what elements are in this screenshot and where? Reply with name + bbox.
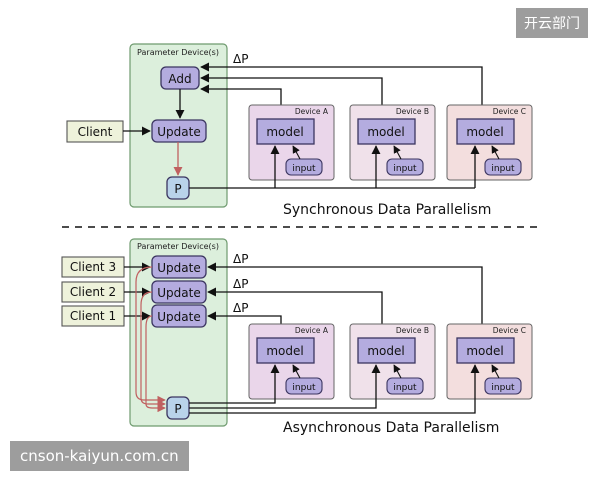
async-delta-label-2: ΔP — [233, 277, 248, 291]
async-input-b-label: input — [393, 383, 417, 393]
async-model-a — [256, 337, 315, 364]
sync-model-b-label: model — [367, 125, 404, 139]
sync-update-label: Update — [157, 125, 200, 139]
async-update-label-1: Update — [157, 261, 200, 275]
sync-arrow-input-model-b — [393, 145, 402, 160]
sync-arrow-input-model-a — [292, 145, 301, 160]
async-p-label: P — [174, 402, 181, 416]
async-arrow-input-model-c — [491, 364, 500, 379]
sync-input-c-label: input — [491, 164, 515, 174]
sync-update-node — [151, 119, 207, 143]
sync-model-a — [256, 118, 315, 145]
sync-input-c — [484, 158, 522, 176]
async-p-to-model-b — [189, 364, 381, 409]
async-delta-label-1: ΔP — [233, 252, 248, 266]
async-client-2-label: Client 2 — [70, 285, 116, 299]
sync-model-c — [456, 118, 515, 145]
async-p-to-model-c — [189, 364, 480, 414]
async-arrow-input-model-b — [393, 364, 402, 379]
async-section: Parameter Device(s) Update Update Update… — [61, 238, 533, 436]
async-device-a-label: Device A — [295, 326, 329, 335]
async-delta-arrow-b — [207, 287, 383, 324]
sync-arrow-input-model-c — [491, 145, 500, 160]
async-input-c — [484, 377, 522, 395]
watermark-top-right: 开云部门 — [516, 8, 588, 38]
async-input-b — [386, 377, 424, 395]
sync-device-a-label: Device A — [295, 107, 329, 116]
sync-input-b-label: input — [393, 164, 417, 174]
sync-delta-arrow-c — [200, 62, 483, 105]
async-model-b-label: model — [367, 344, 404, 358]
async-device-b-label: Device B — [396, 326, 429, 335]
sync-input-a-label: input — [292, 164, 316, 174]
async-caption: Asynchronous Data Parallelism — [283, 420, 499, 436]
sync-device-c-label: Device C — [493, 107, 526, 116]
async-model-c-label: model — [466, 344, 503, 358]
sync-caption: Synchronous Data Parallelism — [283, 202, 491, 218]
sync-device-b-label: Device B — [396, 107, 429, 116]
async-model-a-label: model — [266, 344, 303, 358]
sync-delta-arrow-a — [200, 84, 282, 105]
sync-input-a — [285, 158, 323, 176]
sync-client-label: Client — [78, 125, 113, 139]
async-device-c-label: Device C — [493, 326, 526, 335]
sync-input-b — [386, 158, 424, 176]
async-input-c-label: input — [491, 383, 515, 393]
sync-add-label: Add — [168, 72, 191, 86]
sync-section: Parameter Device(s) Add Update P Client … — [66, 43, 533, 218]
async-client-3-label: Client 3 — [70, 260, 116, 274]
sync-model-b — [357, 118, 416, 145]
async-delta-label-3: ΔP — [233, 301, 248, 315]
async-input-a — [285, 377, 323, 395]
sync-delta-arrow-b — [200, 73, 383, 105]
sync-delta-label: ΔP — [233, 52, 248, 66]
async-p-to-model-a — [189, 364, 280, 404]
sync-p-label: P — [174, 182, 181, 196]
async-client-1-label: Client 1 — [70, 309, 116, 323]
async-delta-arrow-a — [207, 311, 282, 324]
async-parameter-device-label: Parameter Device(s) — [137, 242, 219, 251]
sync-parameter-device-label: Parameter Device(s) — [137, 48, 219, 57]
async-model-c — [456, 337, 515, 364]
async-model-b — [357, 337, 416, 364]
async-update-label-3: Update — [157, 310, 200, 324]
sync-model-c-label: model — [466, 125, 503, 139]
async-red-arrow-3 — [145, 315, 166, 413]
sync-model-a-label: model — [266, 125, 303, 139]
async-delta-arrow-c — [207, 262, 483, 324]
async-input-a-label: input — [292, 383, 316, 393]
watermark-bottom-left: cnson-kaiyun.com.cn — [10, 441, 189, 471]
async-update-label-2: Update — [157, 286, 200, 300]
async-arrow-input-model-a — [292, 364, 301, 379]
